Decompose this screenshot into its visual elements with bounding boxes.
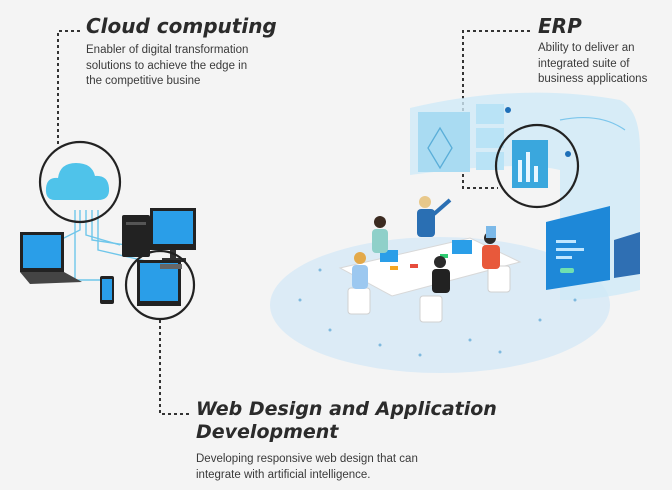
keyboard-icon	[160, 264, 182, 269]
erp-cluster	[270, 92, 640, 373]
web-design-section: Web Design and Application Development D…	[196, 398, 516, 483]
smartphone-icon	[100, 276, 114, 304]
cloud-highlight-ring	[38, 140, 122, 224]
meeting-table-illustration	[338, 196, 522, 323]
cloud-computing-title: Cloud computing	[86, 14, 277, 38]
erp-title: ERP	[538, 14, 582, 38]
floor-dots	[298, 268, 577, 357]
side-panel-screen	[546, 206, 640, 290]
web-design-title: Web Design and Application Development	[196, 398, 497, 443]
laptop-icon	[20, 232, 82, 284]
cloud-computing-description: Enabler of digital transformation soluti…	[86, 44, 249, 87]
devices-cluster	[20, 140, 196, 321]
cloud-computing-section: Cloud computing Enabler of digital trans…	[86, 14, 316, 90]
erp-highlight-ring	[494, 123, 580, 209]
web-design-description: Developing responsive web design that ca…	[196, 453, 418, 481]
web-highlight-ring	[124, 249, 196, 321]
pc-tower-icon	[122, 215, 150, 257]
dashboard-screen-icon	[418, 104, 626, 188]
erp-section: ERP Ability to deliver an integrated sui…	[538, 14, 668, 88]
erp-description: Ability to deliver an integrated suite o…	[538, 42, 648, 85]
cloud-icon	[45, 163, 110, 200]
